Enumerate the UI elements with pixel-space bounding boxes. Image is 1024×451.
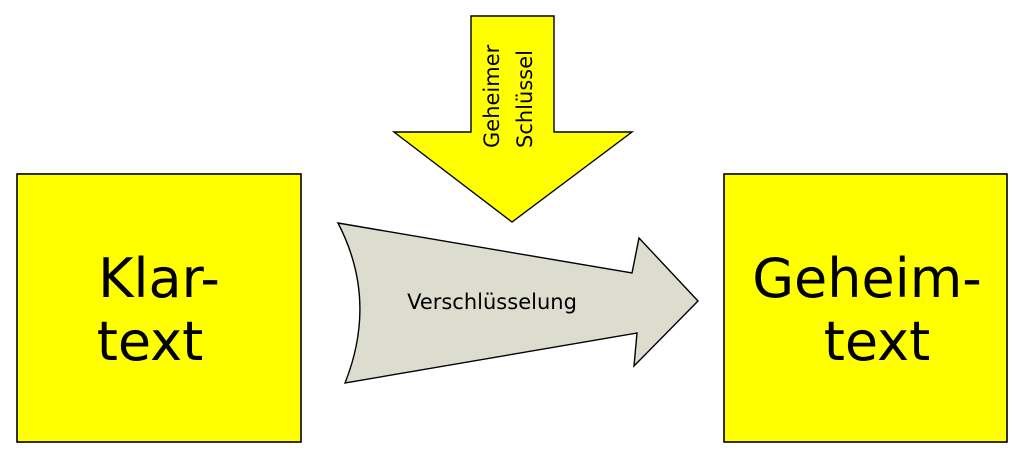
ciphertext-label-line2: text <box>824 310 931 373</box>
ciphertext-box: Geheim- text <box>723 173 1008 443</box>
ciphertext-label-line1: Geheim- <box>752 247 982 310</box>
key-arrow-label-line1: Geheimer <box>480 44 504 148</box>
plaintext-box: Klar- text <box>16 173 302 443</box>
encryption-arrow-shape <box>336 222 699 384</box>
encryption-arrow-label: Verschlüsselung <box>407 290 577 314</box>
key-arrow: Geheimer Schlüssel <box>391 15 635 223</box>
ciphertext-box-shape <box>723 173 1008 443</box>
plaintext-label-line1: Klar- <box>98 247 220 310</box>
key-arrow-shape <box>391 15 635 223</box>
plaintext-label-line2: text <box>97 310 204 373</box>
key-arrow-label-line2: Schlüssel <box>513 50 537 148</box>
plaintext-box-shape <box>16 173 302 443</box>
encryption-arrow: Verschlüsselung <box>336 222 699 384</box>
